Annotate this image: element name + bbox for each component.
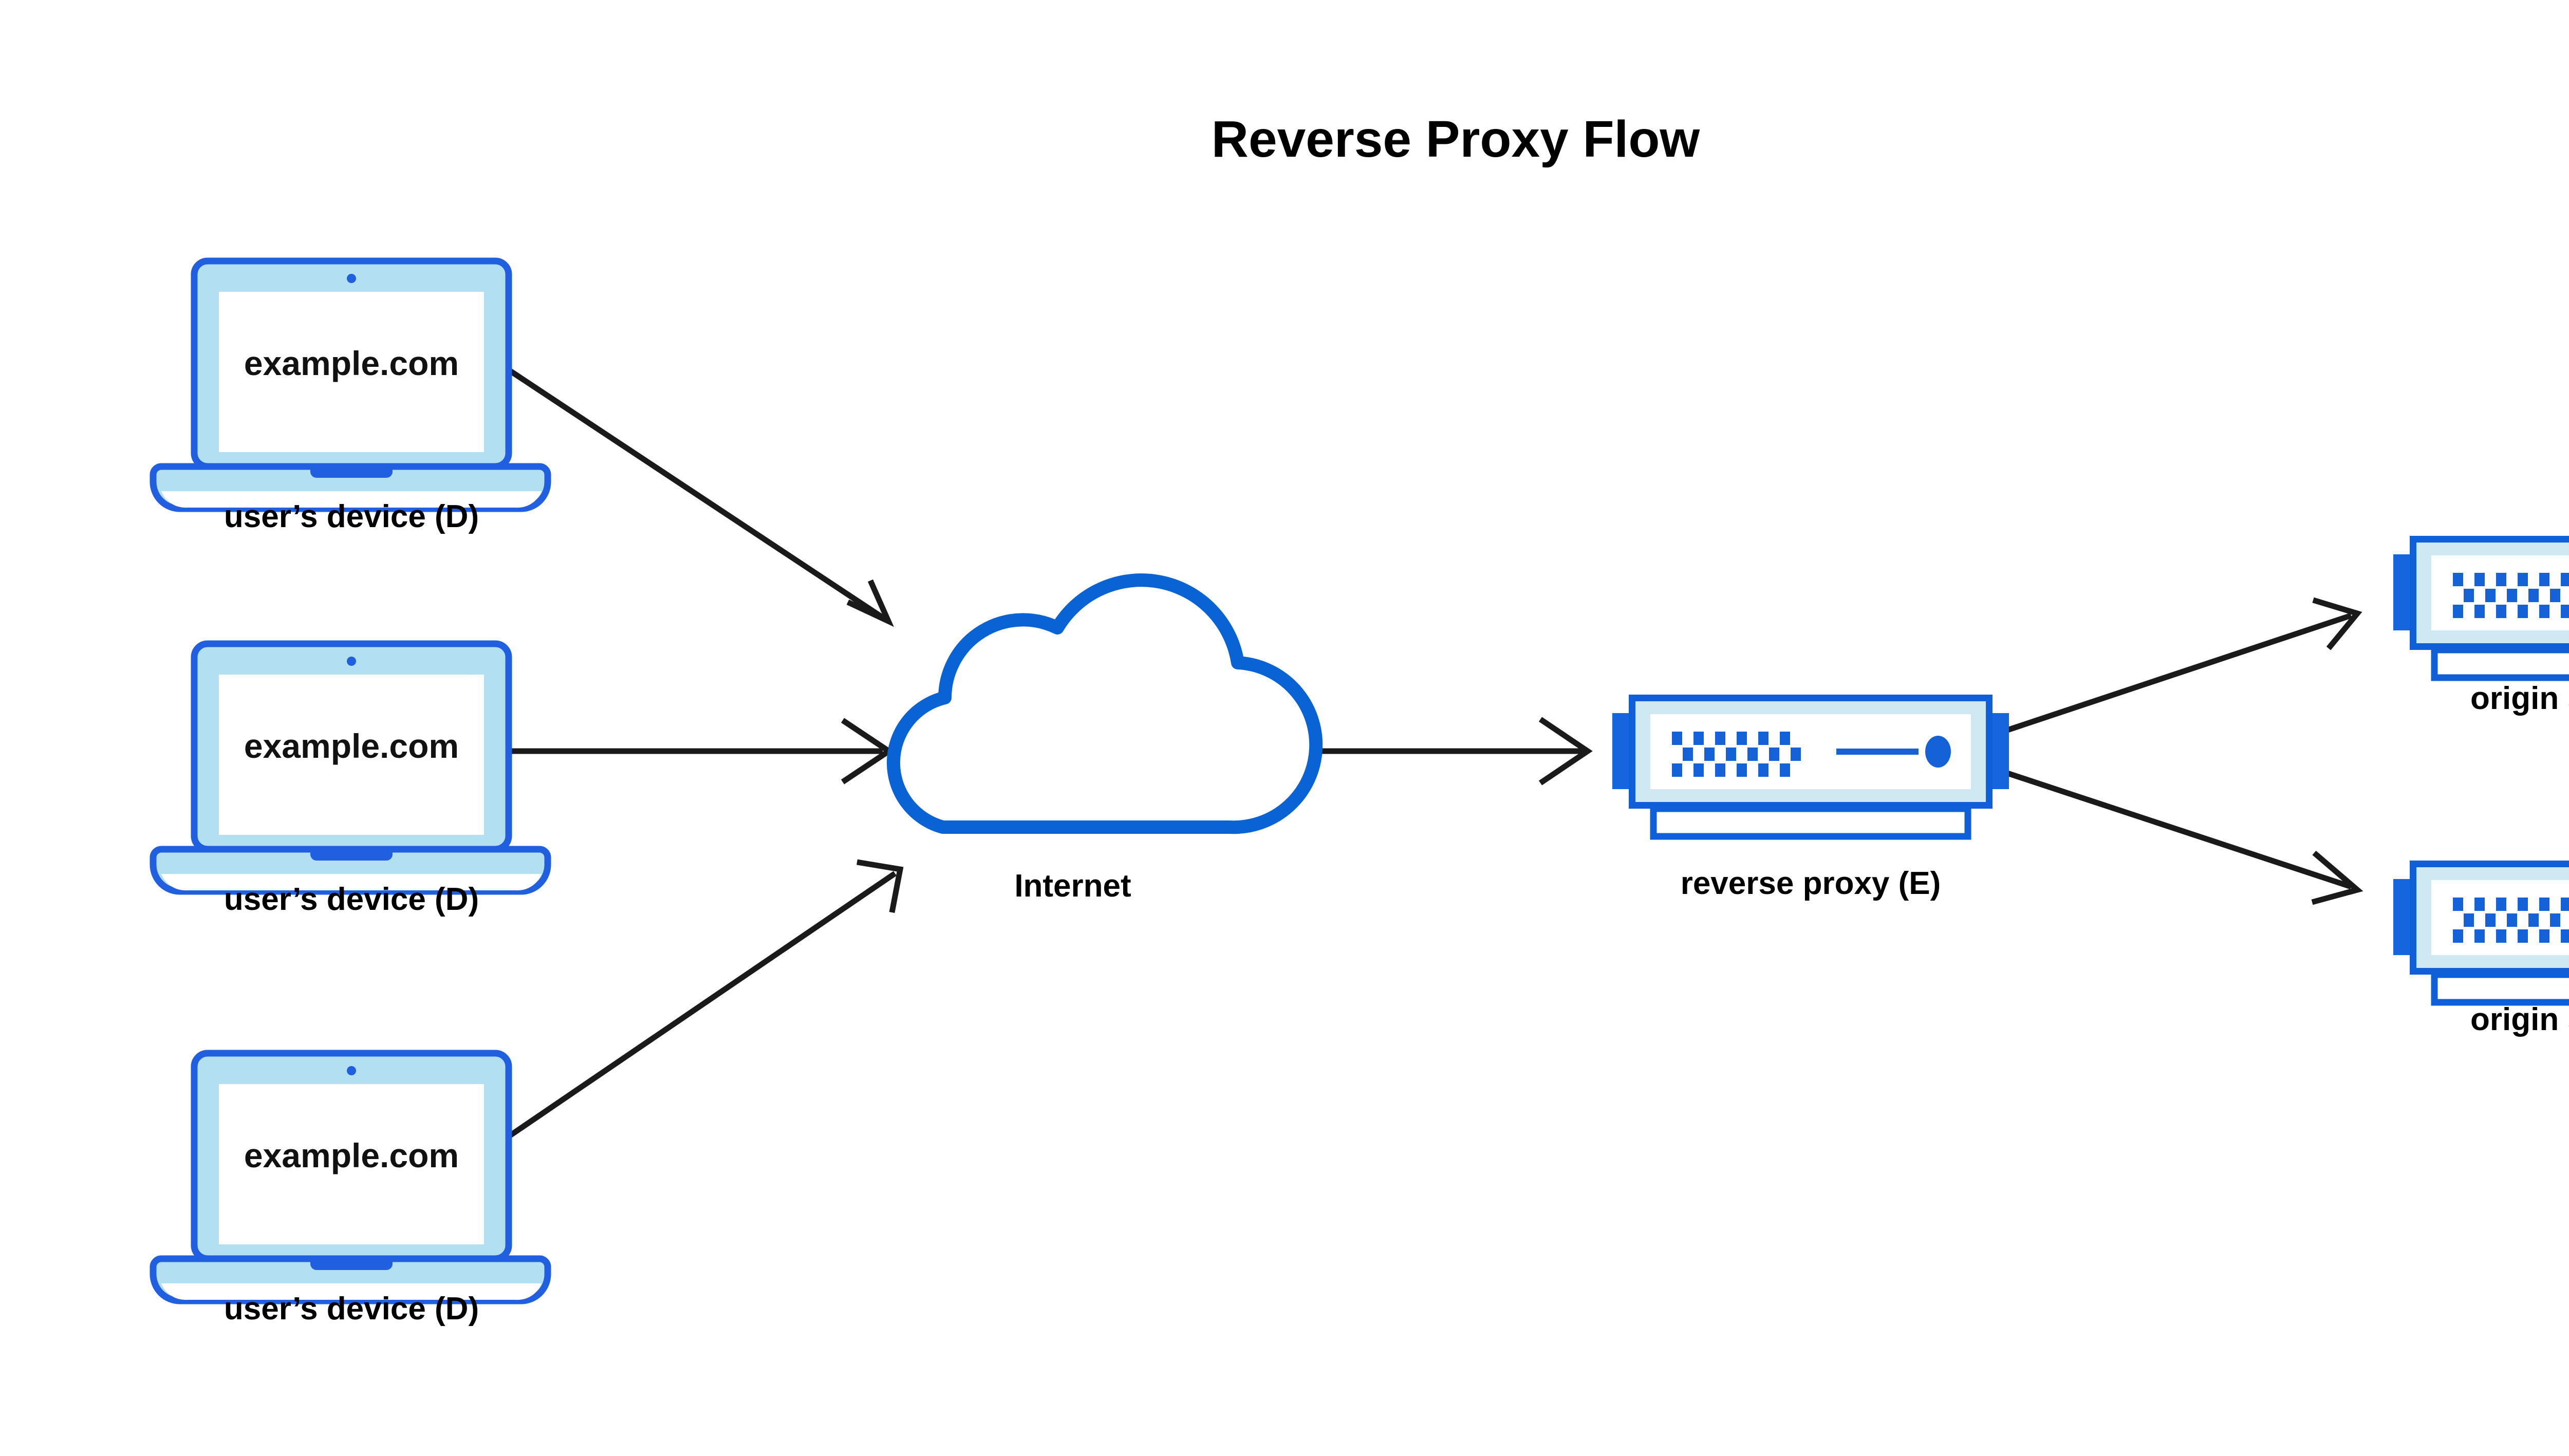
server-icon	[1612, 695, 2009, 836]
edge-device2-internet	[501, 718, 894, 785]
edge-layer	[501, 367, 2363, 1139]
origin-server-label: origin server (F)	[2470, 1002, 2569, 1037]
internet-label: Internet	[1014, 868, 1131, 904]
page-title: Reverse Proxy Flow	[1212, 110, 1700, 168]
device-screen-text: example.com	[244, 1136, 459, 1174]
laptop-icon	[153, 261, 548, 509]
server-icon	[2393, 536, 2569, 678]
device-label: user’s device (D)	[224, 499, 479, 534]
node-device-1[interactable]: example.com user’s device (D)	[153, 261, 548, 534]
node-device-3[interactable]: example.com user’s device (D)	[153, 1053, 548, 1327]
device-label: user’s device (D)	[224, 882, 479, 917]
node-internet[interactable]: Internet	[886, 573, 1323, 904]
node-reverse-proxy[interactable]: reverse proxy (E)	[1612, 695, 2009, 901]
reverse-proxy-label: reverse proxy (E)	[1681, 866, 1941, 901]
laptop-icon	[153, 1053, 548, 1301]
origin-server-label: origin server (F)	[2470, 681, 2569, 716]
laptop-icon	[153, 644, 548, 891]
device-screen-text: example.com	[244, 344, 459, 382]
edge-device3-internet	[507, 859, 904, 1139]
edge-device1-internet	[507, 367, 894, 627]
node-origin-2[interactable]: origin server (F)	[2393, 861, 2569, 1037]
node-device-2[interactable]: example.com user’s device (D)	[153, 644, 548, 917]
server-icon	[2393, 861, 2569, 1002]
edge-proxy-origin1	[1996, 767, 2363, 905]
cloud-icon	[886, 573, 1323, 834]
node-origin-1[interactable]: origin server (F)	[2393, 536, 2569, 716]
edge-proxy-origin2	[1996, 597, 2362, 737]
device-label: user’s device (D)	[224, 1291, 479, 1327]
device-screen-text: example.com	[244, 727, 459, 765]
